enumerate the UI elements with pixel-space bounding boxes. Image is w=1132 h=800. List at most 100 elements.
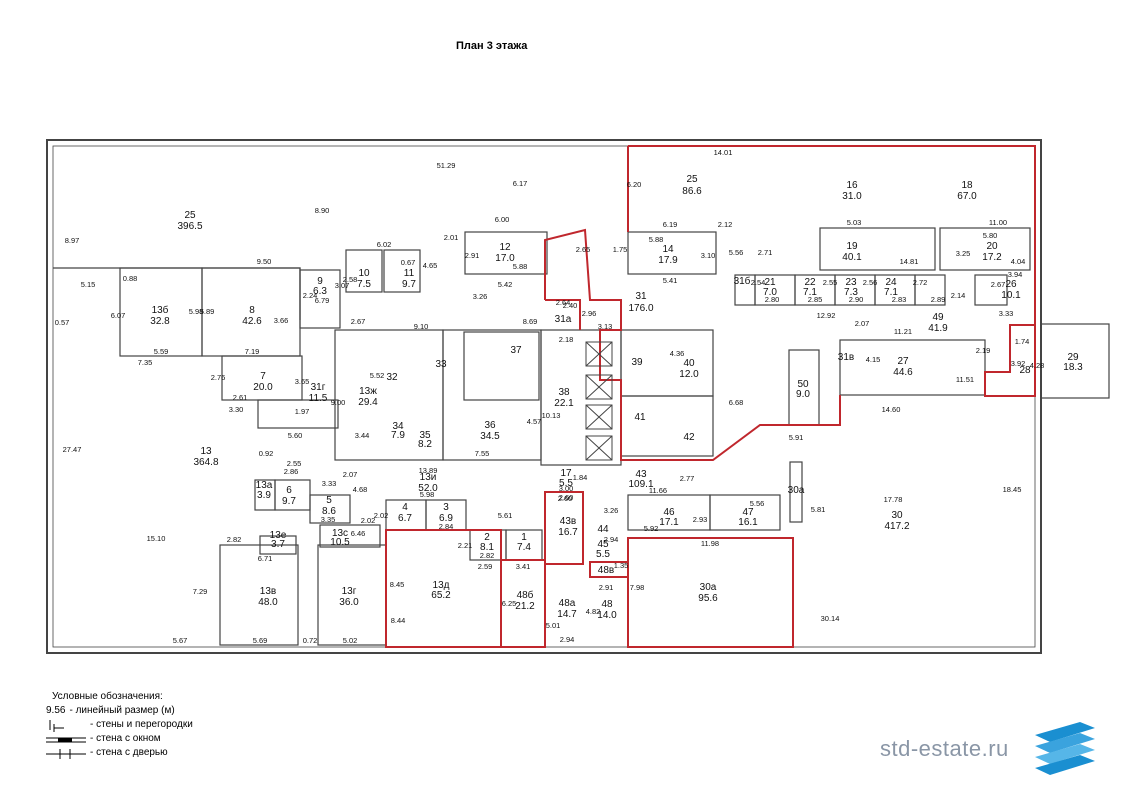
room-label: 20.0 <box>253 382 273 393</box>
room-label: 6.9 <box>439 513 453 524</box>
dimension-label: 9.50 <box>257 257 272 266</box>
room-label: 8.6 <box>322 506 336 517</box>
dimension-label: 8.45 <box>390 580 405 589</box>
room-label: 14.0 <box>597 610 617 621</box>
dimension-label: 2.91 <box>599 583 614 592</box>
legend-row: - стены и перегородки <box>46 718 193 732</box>
dimension-label: 3.44 <box>355 431 370 440</box>
room-label: 48.0 <box>258 597 278 608</box>
dimension-label: 4.04 <box>1011 257 1026 266</box>
dimension-label: 13.89 <box>419 466 438 475</box>
dimension-label: 5.80 <box>983 231 998 240</box>
dimension-label: 6.19 <box>663 220 678 229</box>
room-label: 31.0 <box>842 191 862 202</box>
room-label: 23 <box>845 277 857 288</box>
room-label: 17 <box>560 468 572 479</box>
dimension-label: 5.88 <box>513 262 528 271</box>
dimension-label: 6.79 <box>315 296 330 305</box>
dimension-label: 4.36 <box>670 349 685 358</box>
room-label: 41 <box>634 412 646 423</box>
dimension-label: 30.14 <box>821 614 840 623</box>
dimension-label: 5.60 <box>288 431 303 440</box>
dimension-label: 3.33 <box>999 309 1014 318</box>
dimension-label: 6.46 <box>351 529 366 538</box>
dimension-label: 4.65 <box>423 261 438 270</box>
dimension-label: 6.71 <box>258 554 273 563</box>
room-label: 42 <box>683 432 695 443</box>
dimension-label: 2.01 <box>444 233 459 242</box>
dimension-label: 2.67 <box>351 317 366 326</box>
dimension-label: 2.82 <box>480 551 495 560</box>
room-label: 36 <box>484 420 496 431</box>
room-label: 14 <box>662 244 674 255</box>
room-label: 13и <box>420 472 437 483</box>
room-label: 6.3 <box>313 286 327 297</box>
dimension-label: 2.94 <box>604 535 619 544</box>
room-label: 43 <box>635 469 647 480</box>
dimension-label: 3.10 <box>701 251 716 260</box>
room-label: 32.8 <box>150 316 170 327</box>
dimension-label: 5.42 <box>498 280 513 289</box>
dimension-label: 11.51 <box>956 375 974 384</box>
dimension-label: 3.26 <box>473 292 488 301</box>
room-label: 10.5 <box>330 537 350 548</box>
room-label: 31в <box>838 352 854 363</box>
room-label: 109.1 <box>628 479 653 490</box>
room-label: 31б <box>734 275 751 287</box>
room-label: 18 <box>961 180 973 191</box>
dimension-label: 5.15 <box>81 280 96 289</box>
dimension-label: 8.69 <box>523 317 538 326</box>
dimension-label: 8.44 <box>391 616 406 625</box>
room-label: 21.2 <box>515 601 535 612</box>
room-label: 45 <box>597 539 609 550</box>
room-label: 9.7 <box>402 279 416 290</box>
room-label: 48а <box>559 598 576 609</box>
dimension-label: 2.07 <box>343 470 358 479</box>
room-label: 13а <box>256 480 273 491</box>
dimension-label: 3.35 <box>321 515 336 524</box>
dimension-label: 5.41 <box>663 276 678 285</box>
room-label: 47 <box>742 507 754 518</box>
dimension-label: 7.98 <box>630 583 645 592</box>
dimension-label: 6.68 <box>729 398 744 407</box>
dimension-label: 8.90 <box>315 206 330 215</box>
room-label: 25 <box>686 174 698 185</box>
dimension-label: 0.72 <box>303 636 318 645</box>
room-label: 13г <box>342 586 357 597</box>
dimension-label: 5.92 <box>644 524 659 533</box>
room-label: 24 <box>885 277 897 288</box>
dimension-label: 2.82 <box>227 535 242 544</box>
dimension-label: 2.94 <box>560 635 575 644</box>
dimension-label: 2.55 <box>287 459 302 468</box>
room-label: 22 <box>804 277 816 288</box>
dimension-label: 2.72 <box>913 278 928 287</box>
dimension-label: 1.35 <box>614 561 629 570</box>
legend-text: - стены и перегородки <box>90 719 193 730</box>
dimension-label: 5.69 <box>253 636 268 645</box>
legend-text: - стена с окном <box>90 733 161 744</box>
room-label: 26 <box>1005 279 1017 290</box>
room-label: 65.2 <box>431 590 451 601</box>
logo-icon <box>1035 722 1095 775</box>
room-label: 13в <box>260 586 276 597</box>
dimension-label: 2.02 <box>374 511 389 520</box>
dimension-label: 3.92 <box>1011 359 1026 368</box>
dimension-label: 2.96 <box>582 309 597 318</box>
dimension-label: 7.29 <box>193 587 208 596</box>
dimension-label: 11.98 <box>701 539 719 548</box>
room-label: 17.2 <box>982 252 1002 263</box>
dimension-label: 5.61 <box>498 511 513 520</box>
room-label: 11.5 <box>309 393 328 404</box>
dimension-label: 3.00 <box>559 484 574 493</box>
dimension-label: 2.02 <box>361 516 376 525</box>
dimension-label: 2.77 <box>680 474 695 483</box>
watermark-text: std-estate.ru <box>880 736 1009 761</box>
room-label: 7.9 <box>391 430 405 441</box>
dimension-label: 14.81 <box>900 257 919 266</box>
room-label: 36.0 <box>339 597 359 608</box>
dimension-label: 11.66 <box>649 486 667 495</box>
room-label: 38 <box>558 387 570 398</box>
room-label: 7.3 <box>844 287 858 298</box>
plan-title: План 3 этажа <box>456 40 528 52</box>
room-label: 396.5 <box>177 221 202 232</box>
